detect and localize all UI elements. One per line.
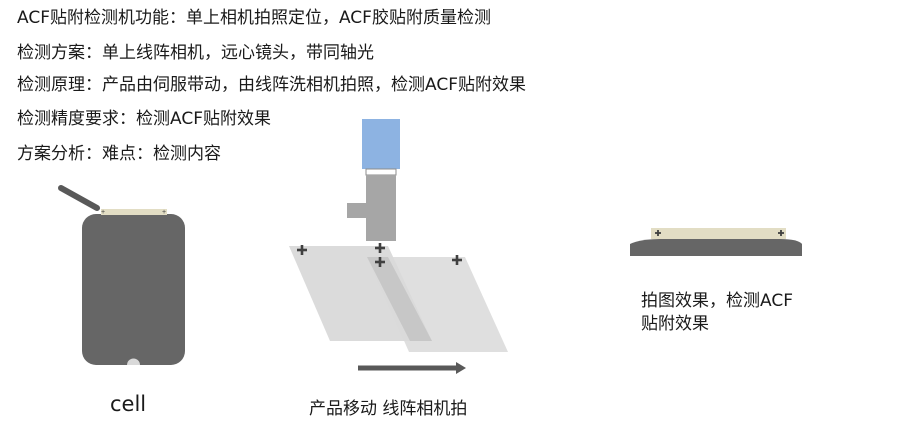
scan-caption: 产品移动 线阵相机拍 [309,399,468,419]
info-line-principle: 检测原理：产品由伺服带动，由线阵洗相机拍照，检测ACF贴附效果 [17,75,526,95]
result-caption-line1: 拍图效果，检测ACF [641,291,793,311]
fiducial-markers [297,243,462,267]
info-line-function: ACF贴附检测机功能：单上相机拍照定位，ACF胶贴附质量检测 [17,8,491,28]
panel-overlap [367,257,432,341]
info-line-precision: 检测精度要求：检测ACF贴附效果 [17,109,271,129]
result-illustration [630,228,802,256]
acf-strip-marker-right: + [162,209,166,216]
result-markers [655,230,784,236]
home-button-icon [127,358,140,365]
cell-illustration: + + [58,185,185,365]
telecentric-lens [365,168,397,176]
motion-arrow-icon [456,362,466,374]
pointer-arrow-icon [58,185,100,211]
result-acf-strip [651,228,786,239]
cell-body [82,214,185,365]
scan-setup-illustration [289,119,508,374]
coaxial-light [347,203,366,218]
cell-caption: cell [110,392,147,416]
acf-strip-marker-left: + [101,209,105,216]
info-line-analysis: 方案分析：难点：检测内容 [17,144,221,164]
camera-mount [366,175,396,241]
info-line-scheme: 检测方案：单上线阵相机，远心镜头，带同轴光 [17,43,374,63]
result-base [630,239,802,256]
result-caption-line2: 贴附效果 [641,314,709,334]
panel-right [367,257,508,352]
acf-strip [101,209,167,215]
line-scan-camera [362,119,400,169]
